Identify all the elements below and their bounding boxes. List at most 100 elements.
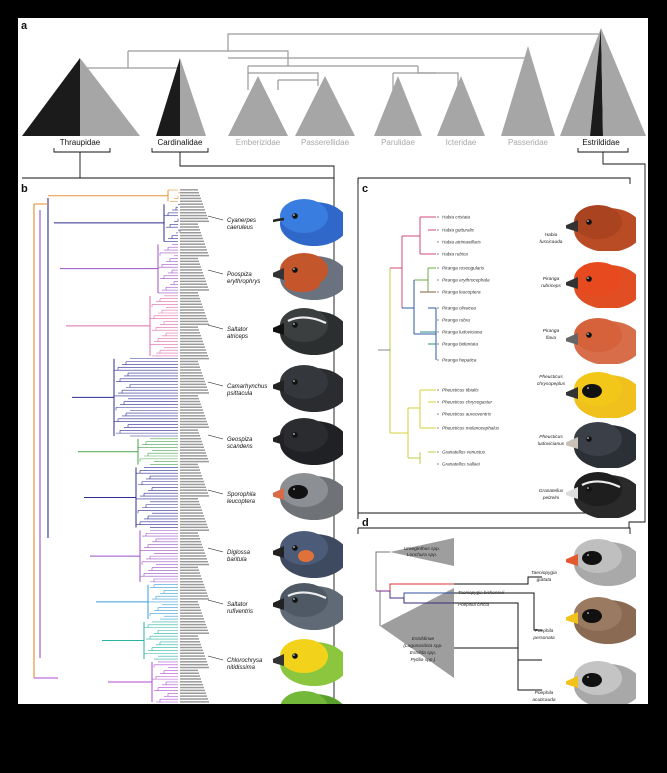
tip-label-mark xyxy=(180,343,204,346)
tip-label-mark xyxy=(180,655,205,657)
tip-label-c-4: Piranga roseogularis xyxy=(442,266,485,271)
tip-label-mark xyxy=(180,652,204,654)
clip-c-1-frame xyxy=(566,262,636,308)
bird-species-label: baritula xyxy=(227,557,247,563)
tip-label-mark xyxy=(180,672,199,674)
tip-label-mark xyxy=(180,538,200,540)
tip-node xyxy=(437,241,439,243)
bird-genus-label: Sporophila xyxy=(227,492,256,498)
clade-bottom-label-2: Estrilda spp. xyxy=(410,650,436,656)
bird-pointer xyxy=(207,434,224,440)
tip-label-mark xyxy=(180,495,209,497)
tip-label-mark xyxy=(180,420,207,423)
tip-label-mark xyxy=(180,409,203,411)
tip-label-mark xyxy=(180,663,208,666)
tip-label-mark xyxy=(180,526,208,529)
tip-label-mark xyxy=(180,646,202,649)
tip-label-mark xyxy=(180,260,199,263)
bird-pointer xyxy=(207,655,224,661)
clip-b-1-frame xyxy=(273,253,343,300)
tip-label-mark xyxy=(180,641,200,643)
tip-label-mark xyxy=(180,457,208,460)
tip-label-c-14: Pheucticus aureoventris xyxy=(442,412,492,417)
tip-label-mark xyxy=(180,475,202,477)
bird-pheucticus-chrysopeplus xyxy=(566,372,636,418)
tip-label-mark xyxy=(180,586,205,589)
tip-label-mark xyxy=(180,452,206,454)
tip-label-mark xyxy=(180,692,206,695)
tip-node xyxy=(437,343,439,345)
tip-label-mark xyxy=(180,589,206,592)
tip-label-mark xyxy=(180,683,203,686)
tip-label-mark xyxy=(180,472,201,474)
tip-label-mark xyxy=(180,469,200,471)
tip-label-mark xyxy=(180,435,200,437)
tip-label-mark xyxy=(180,349,206,351)
tip-label-mark xyxy=(180,666,209,669)
bird-species-label: nitidissima xyxy=(227,665,256,671)
tip-label-mark xyxy=(180,332,200,334)
figure-panel: a T xyxy=(18,18,648,738)
estrildidae-triangle-dark xyxy=(590,28,603,136)
tip-label-mark xyxy=(180,621,205,623)
tip-label-c-11: Piranga hepatica xyxy=(442,358,477,363)
tip-label-mark xyxy=(180,346,205,348)
tip-label-c-8: Piranga rubra xyxy=(442,318,470,323)
tip-label-mark xyxy=(180,449,205,451)
thraupidae-tip-labels xyxy=(180,189,209,703)
tip-label-mark xyxy=(180,220,209,223)
tip-label-mark xyxy=(180,340,203,343)
estrildidae-triangle-grey-right xyxy=(601,28,646,136)
tip-label-mark xyxy=(180,277,205,280)
tip-label-mark xyxy=(180,535,199,537)
clip-c-5-frame xyxy=(566,472,636,518)
tip-label-mark xyxy=(180,400,200,403)
tip-label-mark xyxy=(180,437,201,440)
tip-label-c-13: Pheucticus chrysogaster xyxy=(442,400,493,405)
tip-label-mark xyxy=(180,649,203,652)
tip-label-mark xyxy=(180,498,198,500)
tip-label-mark xyxy=(180,701,209,703)
clip-b-3-frame xyxy=(273,365,343,412)
tip-label-mark xyxy=(180,523,207,526)
family-label-thraupidae: Thraupidae xyxy=(60,138,101,147)
bird-diglossa-baritula xyxy=(273,531,343,578)
tip-label-mark xyxy=(180,283,207,285)
tip-node xyxy=(437,359,439,361)
tip-label-mark xyxy=(180,360,198,363)
tip-label-mark xyxy=(180,503,200,506)
tip-label-c-17: Granatellus sallaei xyxy=(442,462,481,467)
tip-label-mark xyxy=(180,263,200,265)
tip-label-mark xyxy=(180,317,207,320)
clip-b-5-frame xyxy=(273,473,343,520)
bird-species-label: rubriceps xyxy=(541,283,561,289)
bird-pointer xyxy=(207,547,224,553)
tip-node xyxy=(437,319,439,321)
collapsed-clade-top xyxy=(390,538,454,566)
tip-label-mark xyxy=(180,294,199,297)
parulidae-triangle xyxy=(374,76,422,136)
tip-label-mark xyxy=(180,389,208,391)
tip-label-c-7: Piranga olivacea xyxy=(442,306,476,311)
bird-pointer xyxy=(207,269,224,275)
tip-label-mark xyxy=(180,489,207,491)
phylogeny-figure: a T xyxy=(21,20,646,738)
tip-label-mark xyxy=(180,380,205,383)
tip-label-mark xyxy=(180,429,198,431)
tip-label-mark xyxy=(180,426,209,429)
tip-label-mark xyxy=(180,194,200,197)
panel-b-letter: b xyxy=(21,183,28,195)
estrildidae-triangle-grey-left xyxy=(560,28,601,136)
tip-label-mark xyxy=(180,509,202,511)
family-label-estrildidae: Estrildidae xyxy=(582,138,620,147)
family-label-parulidae: Parulidae xyxy=(381,138,415,147)
family-label-passeridae: Passeridae xyxy=(508,138,549,147)
passeridae-triangle xyxy=(501,46,555,136)
tip-label-mark xyxy=(180,552,205,554)
bird-saltator-rufiventris xyxy=(273,583,343,630)
